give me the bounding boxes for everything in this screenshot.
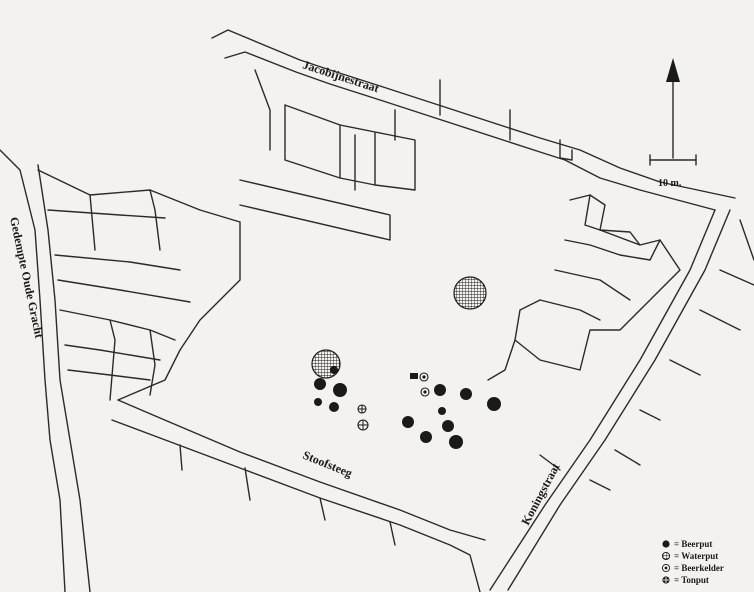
beerput-feature (460, 388, 472, 400)
legend-item-beerkelder: = Beerkelder (661, 563, 724, 573)
koningstraat-west-edge (489, 209, 716, 591)
legend-item-waterput: = Waterput (661, 551, 718, 561)
waterput-icon (661, 551, 671, 561)
beerput-feature (314, 378, 326, 390)
stoofsteeg-north-edge (117, 399, 486, 541)
beerput-feature (314, 398, 322, 406)
right-buildings (487, 194, 681, 381)
legend-item-beerput: = Beerput (662, 539, 712, 549)
beerkelder-feature (419, 372, 429, 382)
small-structure-feature (410, 373, 418, 379)
left-parcels (37, 169, 241, 401)
gracht-west-edge (0, 149, 66, 592)
top-buildings (239, 69, 573, 241)
streets-layer (0, 29, 736, 592)
scale-bar: 10 m. (649, 154, 697, 189)
svg-text:= Beerkelder: = Beerkelder (674, 563, 724, 573)
beerput-feature (438, 407, 446, 415)
tonput-icon (662, 576, 670, 584)
beerput-feature (434, 384, 446, 396)
beerkelder-icon (661, 563, 671, 573)
svg-text:= Beerput: = Beerput (674, 539, 712, 549)
beerput-feature (449, 435, 463, 449)
legend: = Beerput = Waterput = Beerkelder (661, 539, 724, 585)
koningstraat-east-edge (507, 209, 731, 591)
beerput-feature (487, 397, 501, 411)
tonput-feature (357, 404, 367, 414)
jacobijnestraat-north-edge (211, 29, 736, 199)
jacobijnestraat-south-edge (224, 51, 716, 211)
svg-text:= Tonput: = Tonput (674, 575, 709, 585)
scale-label: 10 m. (658, 178, 682, 189)
beerput-feature (442, 420, 454, 432)
street-label-gedempte-oude-gracht: Gedempte Oude Gracht (7, 216, 46, 340)
plot-ticks (179, 219, 754, 546)
svg-text:= Waterput: = Waterput (674, 551, 718, 561)
beerput-feature (329, 402, 339, 412)
beerput-feature (402, 416, 414, 428)
beerkelder-feature (420, 387, 430, 397)
street-label-stoofsteeg: Stoofsteeg (301, 448, 354, 480)
beerput-feature (420, 431, 432, 443)
stoofsteeg-south-edge (111, 419, 481, 592)
features-layer (311, 276, 501, 449)
beerput-feature (330, 366, 338, 374)
street-label-jacobijnestraat: Jacobijnestraat (301, 58, 381, 96)
north-arrow-head-icon (666, 58, 680, 82)
waterput-feature (311, 349, 341, 379)
beerput-icon (662, 540, 670, 548)
street-label-koningstraat: Koningstraat (518, 461, 562, 528)
tonput-feature (357, 419, 369, 431)
north-arrow (666, 58, 680, 159)
beerput-feature (333, 383, 347, 397)
gracht-east-edge (37, 164, 91, 592)
waterput-feature (453, 276, 487, 310)
legend-item-tonput: = Tonput (662, 575, 709, 585)
